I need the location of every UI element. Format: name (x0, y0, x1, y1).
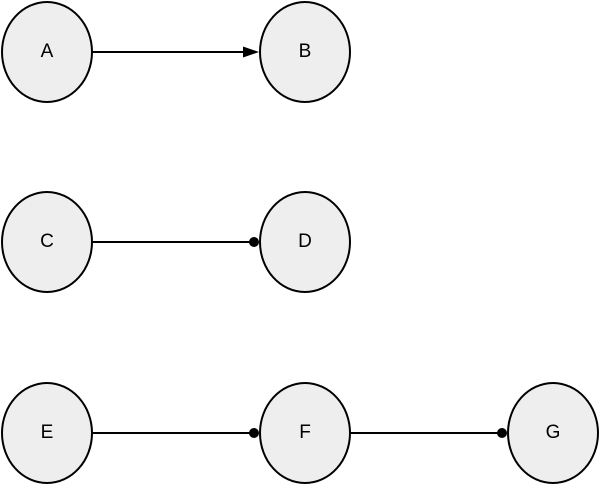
edge-c-d-dot (249, 237, 259, 247)
edge-a-b-arrowhead (243, 46, 259, 58)
node-e[interactable]: E (1, 382, 93, 484)
node-f-label: F (299, 422, 311, 443)
node-b[interactable]: B (259, 1, 351, 103)
node-b-label: B (298, 41, 312, 62)
node-d[interactable]: D (259, 191, 351, 293)
node-e-label: E (40, 422, 54, 443)
edge-e-f-dot (249, 428, 259, 438)
node-f[interactable]: F (259, 382, 351, 484)
node-d-label: D (298, 231, 312, 252)
node-c-label: C (40, 231, 54, 252)
node-g-label: G (545, 422, 561, 443)
node-c[interactable]: C (1, 191, 93, 293)
node-a-label: A (40, 41, 54, 62)
node-g[interactable]: G (507, 382, 599, 484)
node-a[interactable]: A (1, 1, 93, 103)
edge-f-g-dot (497, 428, 507, 438)
